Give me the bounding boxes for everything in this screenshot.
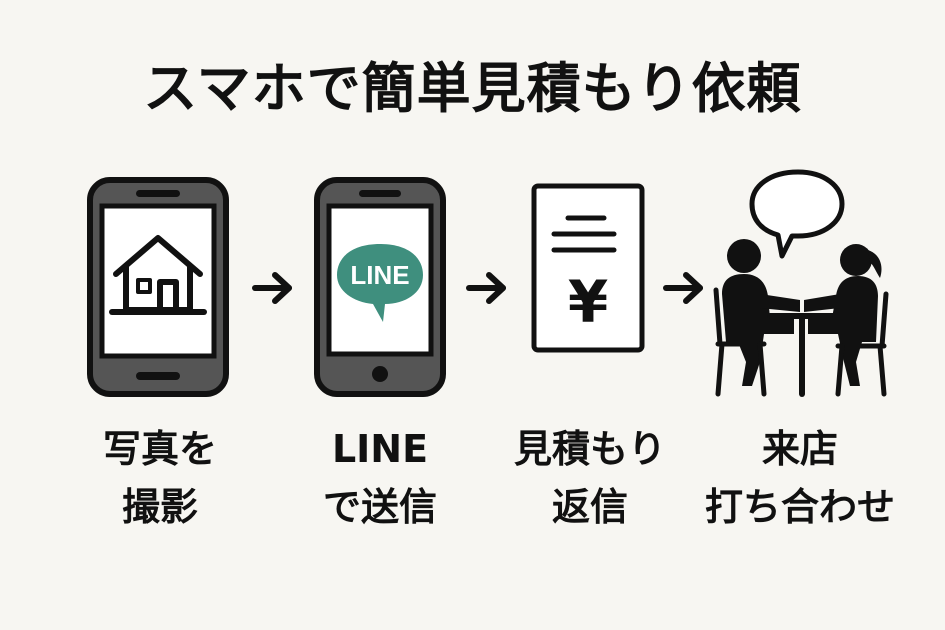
caption-line: 打ち合わせ — [704, 485, 895, 529]
arrow-right-icon — [252, 272, 292, 304]
caption-line: 撮影 — [121, 485, 198, 529]
estimate-document-icon: ¥ — [531, 183, 645, 353]
caption-line: で送信 — [322, 485, 437, 529]
line-badge-label: LINE — [350, 260, 409, 290]
page-title: スマホで簡単見積もり依頼 — [143, 57, 802, 120]
line-badge: LINE — [337, 244, 423, 322]
step-caption-meeting: 来店 打ち合わせ — [690, 420, 910, 536]
arrow-right-icon — [466, 272, 506, 304]
caption-line: 来店 — [761, 427, 838, 471]
step-caption-line: LINE で送信 — [300, 420, 460, 536]
caption-line: 見積もり — [513, 427, 666, 471]
yen-symbol: ¥ — [568, 268, 608, 336]
phone-line-icon: LINE — [314, 177, 446, 397]
meeting-people-icon — [713, 169, 889, 397]
arrow-right-icon — [663, 272, 703, 304]
step-caption-photo: 写真を 撮影 — [80, 420, 240, 536]
caption-line: 返信 — [551, 485, 628, 529]
caption-line: 写真を — [102, 427, 217, 471]
step-caption-estimate: 見積もり 返信 — [500, 420, 680, 536]
caption-line: LINE — [331, 427, 429, 471]
phone-house-icon — [87, 177, 229, 397]
